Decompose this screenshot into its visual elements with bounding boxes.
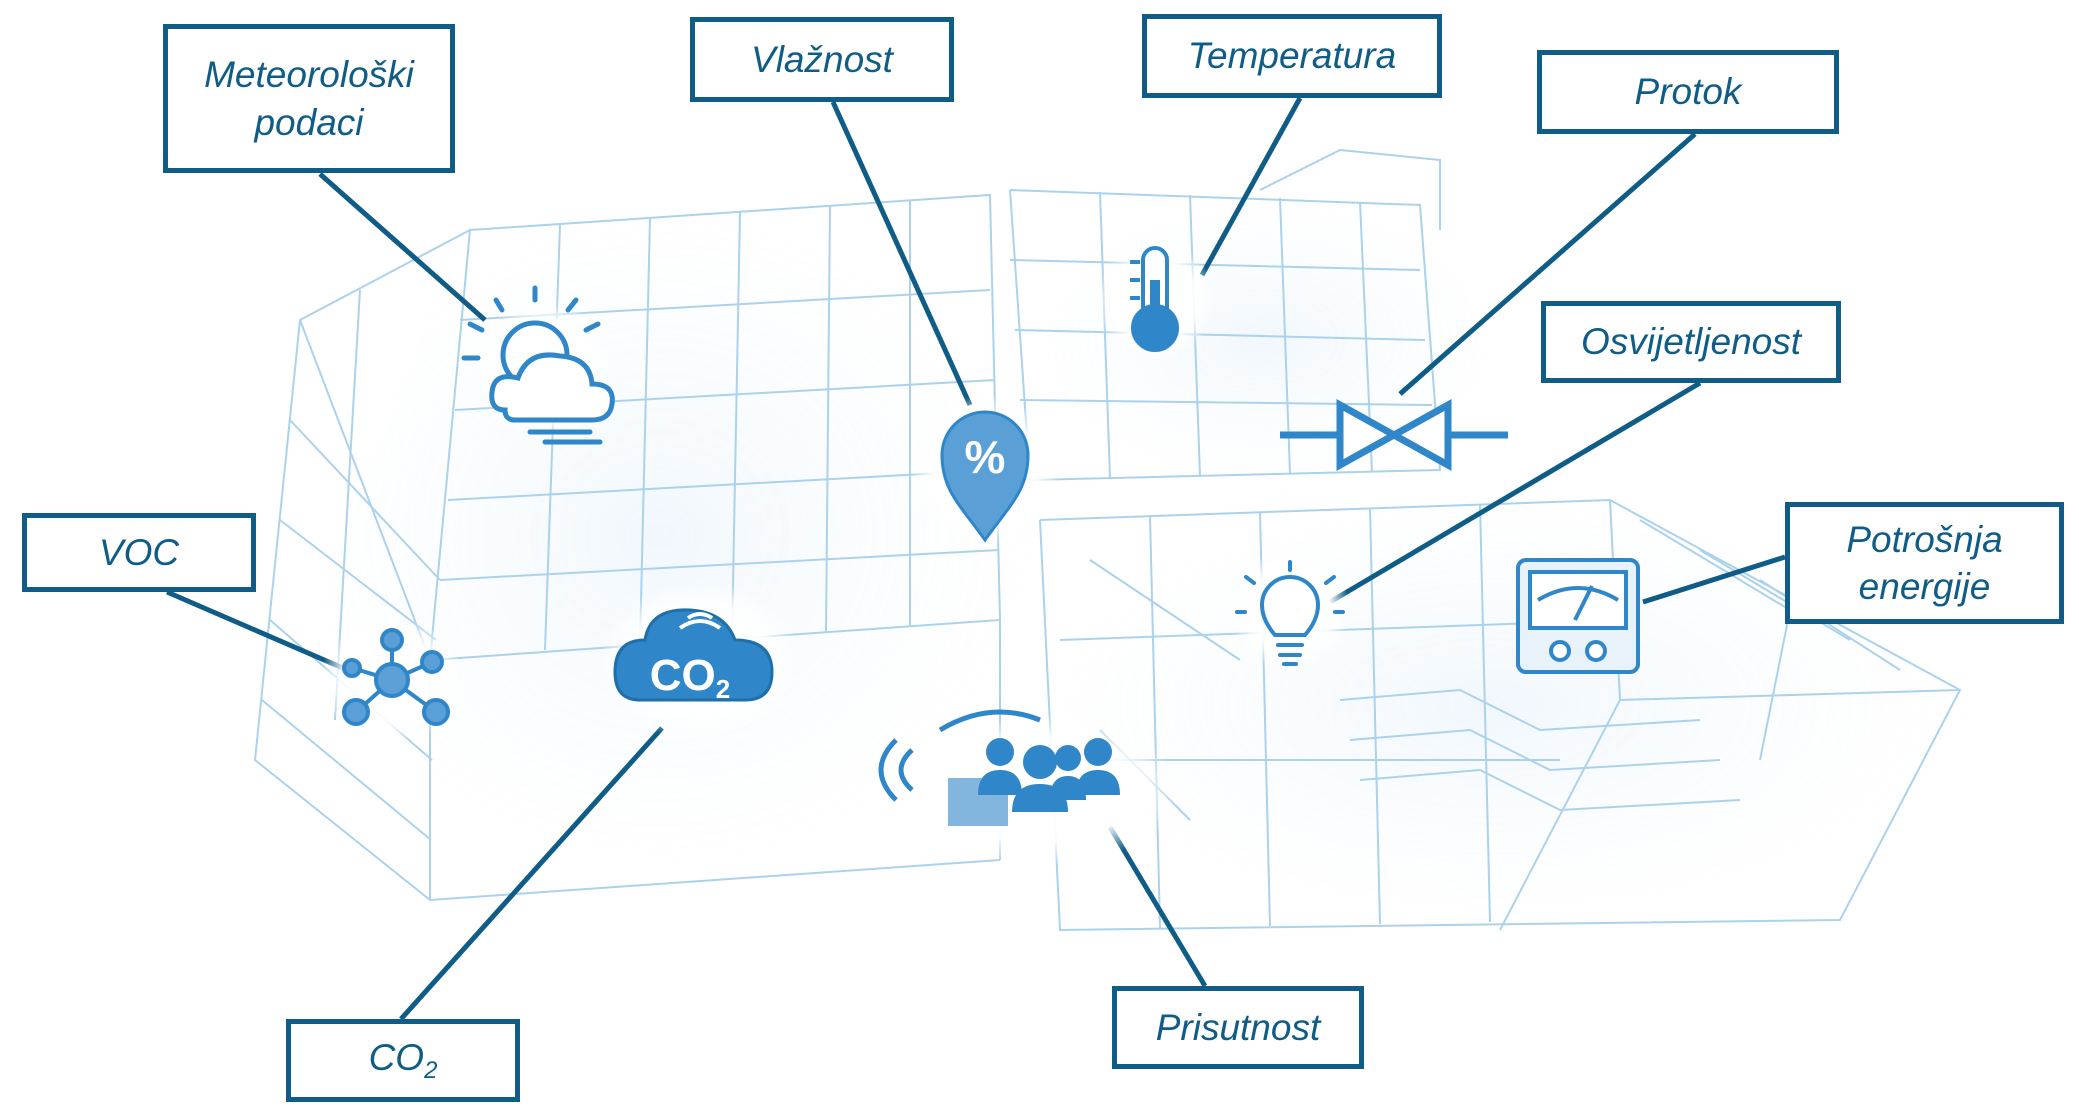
label-potrosnja-energije: Potrošnja energije: [1785, 502, 2064, 624]
label-temperatura-text: Temperatura: [1187, 35, 1397, 77]
label-protok: Protok: [1537, 50, 1839, 134]
label-co2: CO2: [286, 1019, 520, 1102]
connector-lines: [166, 96, 1786, 1021]
thermometer-icon: [1095, 240, 1215, 360]
valve-icon: [1280, 399, 1508, 471]
label-vlaznost-text: Vlažnost: [751, 38, 893, 80]
connector-vlaznost: [830, 100, 973, 407]
label-meteoroloski-podaci: Meteorološki podaci: [163, 24, 455, 173]
humidity-symbol: %: [965, 431, 1006, 483]
connector-prisutnost: [1107, 825, 1208, 988]
connector-co2: [399, 726, 664, 1021]
light-bulb-icon: [1230, 550, 1350, 670]
co2-badge-sub: 2: [716, 674, 730, 704]
label-prisutnost: Prisutnost: [1112, 986, 1364, 1069]
connector-temperatura: [1199, 96, 1303, 277]
energy-meter-icon: [1516, 558, 1640, 674]
humidity-pin-icon: %: [910, 395, 1060, 545]
label-osvijetljenost-text: Osvijetljenost: [1580, 321, 1802, 363]
co2-cloud-icon: CO2: [600, 580, 800, 740]
connector-voc: [166, 589, 353, 675]
label-vlaznost: Vlažnost: [690, 17, 954, 102]
label-voc: VOC: [22, 513, 256, 592]
label-co2-main: CO: [368, 1037, 425, 1079]
label-prisutnost-text: Prisutnost: [1155, 1006, 1321, 1048]
label-osvijetljenost: Osvijetljenost: [1541, 301, 1841, 383]
people-occupancy-icon: [878, 709, 1180, 865]
weather-cloud-sun-icon: [461, 285, 615, 445]
label-voc-text: VOC: [98, 531, 180, 573]
label-potrosnja-energije-text: Potrošnja energije: [1846, 518, 2003, 607]
connector-potrosnja: [1642, 554, 1786, 605]
label-co2-text: CO2: [369, 1034, 438, 1087]
label-co2-subscript: 2: [424, 1057, 438, 1085]
voc-molecule-icon: [320, 618, 464, 742]
label-meteoroloski-podaci-text: Meteorološki podaci: [204, 54, 414, 143]
connector-protok: [1398, 132, 1697, 396]
label-protok-text: Protok: [1634, 71, 1742, 113]
co2-badge-text: CO: [650, 651, 716, 700]
connector-osvijetljenost: [1328, 380, 1702, 605]
svg-text:CO2: CO2: [650, 651, 730, 704]
label-temperatura: Temperatura: [1142, 14, 1442, 98]
connector-meteo: [318, 172, 487, 322]
